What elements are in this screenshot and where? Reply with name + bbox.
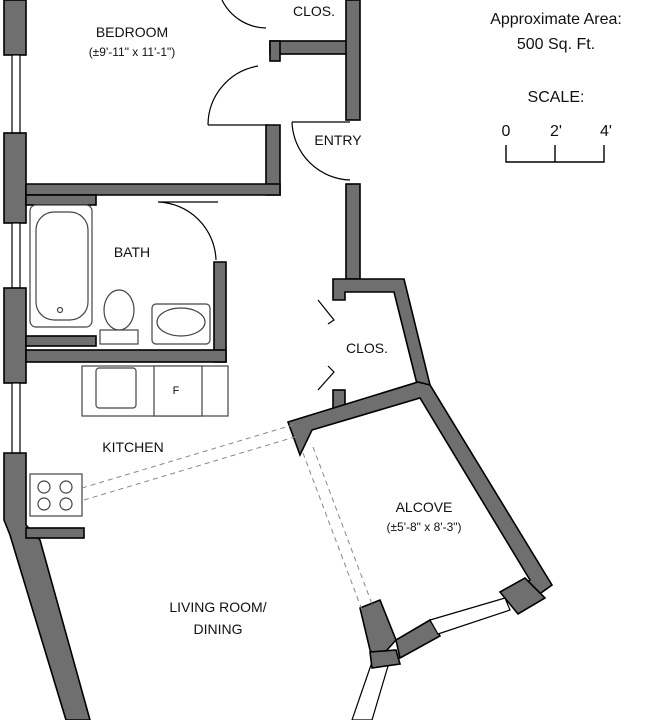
closet-mid-walls bbox=[332, 278, 431, 389]
bedroom-dims: (±9'-11" x 11'-1") bbox=[89, 45, 176, 59]
alcove-label: ALCOVE bbox=[396, 499, 453, 515]
left-wall-lower bbox=[3, 452, 91, 720]
scale-tick-0: 0 bbox=[502, 123, 511, 140]
scale-tick-4: 4' bbox=[600, 123, 612, 140]
alcove-walls bbox=[286, 381, 554, 610]
alcove-window bbox=[429, 597, 511, 635]
kitchen-label: KITCHEN bbox=[102, 439, 163, 455]
bedroom-bottom-wall bbox=[25, 183, 281, 196]
scale-bar bbox=[505, 145, 605, 163]
alcove-opening-line bbox=[302, 446, 373, 611]
window bbox=[11, 222, 21, 289]
entry-right-wall-top bbox=[345, 0, 361, 121]
sink-basin bbox=[156, 307, 206, 337]
bath-right-wall bbox=[213, 261, 227, 363]
bedroom-bottom-stub bbox=[25, 194, 97, 206]
living-label-line1: LIVING ROOM/ bbox=[169, 599, 266, 615]
area-title: Approximate Area: bbox=[490, 11, 622, 28]
stove-burner bbox=[37, 497, 51, 511]
refrigerator bbox=[153, 365, 203, 417]
closet-top-label: CLOS. bbox=[293, 3, 335, 19]
toilet-tank bbox=[99, 329, 139, 345]
kitchen-stub-wall bbox=[25, 527, 85, 539]
scale-title: SCALE: bbox=[528, 89, 585, 106]
entry-right-wall bbox=[345, 183, 361, 280]
kitchen-sink bbox=[95, 367, 137, 409]
area-value: 500 Sq. Ft. bbox=[517, 36, 595, 53]
living-wall-corner bbox=[369, 649, 402, 669]
bath-label: BATH bbox=[114, 244, 150, 260]
alcove-corner-block bbox=[498, 577, 547, 616]
stove bbox=[29, 473, 83, 517]
bedroom-door bbox=[207, 65, 268, 126]
bedroom-label: BEDROOM bbox=[96, 24, 168, 40]
closet-mid-door bbox=[317, 299, 335, 391]
kitchen-opening-line bbox=[81, 423, 299, 501]
alcove-bottom-mid bbox=[395, 618, 442, 660]
living-label-line2: DINING bbox=[194, 621, 243, 637]
closet-mid-label: CLOS. bbox=[346, 340, 388, 356]
entry-label: ENTRY bbox=[314, 132, 362, 148]
bath-bottom-wall bbox=[25, 349, 227, 363]
fridge-label: F bbox=[173, 385, 180, 397]
closet-top-door bbox=[221, 0, 267, 29]
window bbox=[11, 54, 21, 134]
left-wall-segment bbox=[3, 287, 27, 384]
bathtub-inner bbox=[35, 211, 89, 321]
entry-door bbox=[291, 121, 351, 181]
left-wall-segment bbox=[3, 132, 27, 224]
tub-drain bbox=[56, 306, 64, 314]
closet-top-wall bbox=[269, 40, 359, 55]
stove-burner bbox=[37, 480, 51, 494]
alcove-dims: (±5'-8" x 8'-3") bbox=[386, 520, 461, 534]
stove-burner bbox=[59, 497, 73, 511]
scale-tick-2: 2' bbox=[550, 123, 562, 140]
window bbox=[11, 382, 21, 454]
left-wall-segment bbox=[3, 0, 27, 56]
living-window bbox=[351, 661, 389, 720]
closet-door-jamb bbox=[269, 40, 281, 62]
bath-stub bbox=[25, 335, 97, 347]
stove-burner bbox=[59, 480, 73, 494]
toilet-bowl bbox=[103, 289, 135, 331]
bath-door bbox=[157, 201, 218, 261]
